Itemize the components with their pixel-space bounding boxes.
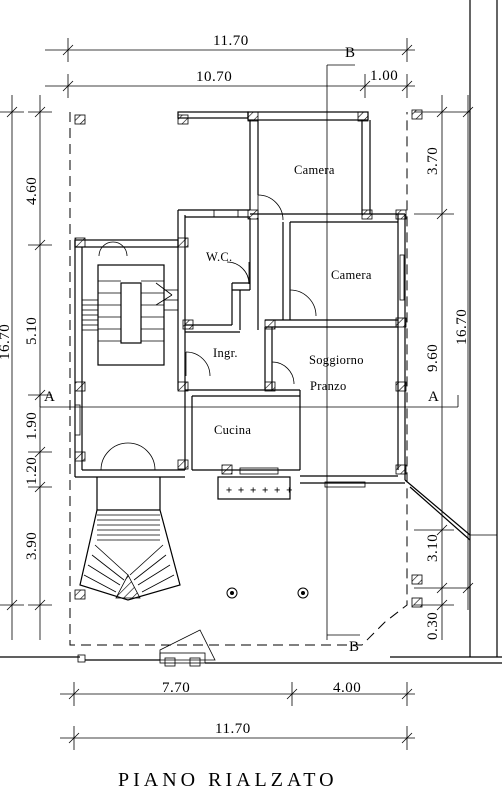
- section-label-b-bottom: B: [349, 639, 360, 655]
- columns: [226, 587, 309, 599]
- bottom-dimension-lines: [60, 682, 415, 750]
- room-label-wc: W.C.: [206, 250, 232, 264]
- planter: + + + + + +: [217, 476, 292, 500]
- svg-text:+ + + + + +: + + + + + +: [226, 485, 292, 496]
- dim-left-lower: 3.90: [24, 532, 40, 560]
- room-label-pranzo: Pranzo: [310, 379, 347, 393]
- section-label-a-left: A: [44, 389, 55, 405]
- dim-bottom-left: 7.70: [162, 680, 190, 696]
- gate-and-fence: [0, 0, 502, 667]
- roof-outline: [69, 112, 408, 646]
- dim-right-middle: 9.60: [425, 344, 441, 372]
- dim-right-total: 16.70: [454, 309, 470, 345]
- room-label-soggiorno: Soggiorno: [309, 353, 364, 367]
- dim-bottom-right: 4.00: [333, 680, 361, 696]
- dim-top-main: 10.70: [196, 69, 232, 85]
- dim-left-upper: 4.60: [24, 177, 40, 205]
- section-label-b-top: B: [345, 45, 356, 61]
- right-dimension-lines: [414, 95, 474, 640]
- plan-title: PIANO RIALZATO: [118, 769, 338, 789]
- dim-top-total: 11.70: [213, 33, 249, 49]
- top-dimension-lines: [45, 38, 415, 98]
- dim-right-bottom: 0.30: [425, 612, 441, 640]
- dim-left-middle: 5.10: [24, 317, 40, 345]
- section-line-b: [326, 64, 360, 640]
- section-label-a-right: A: [428, 389, 439, 405]
- dim-right-upper: 3.70: [425, 147, 441, 175]
- section-line-a: [39, 395, 459, 408]
- dim-right-lower: 3.10: [425, 534, 441, 562]
- left-dimension-lines: [0, 95, 52, 640]
- dim-bottom-total: 11.70: [215, 721, 251, 737]
- room-label-camera-2: Camera: [331, 268, 372, 282]
- room-label-cucina: Cucina: [214, 423, 251, 437]
- dim-left-total: 16.70: [0, 324, 13, 360]
- room-label-ingresso: Ingr.: [213, 346, 238, 360]
- doors: [98, 194, 317, 471]
- dim-left-a: 1.90: [24, 412, 40, 440]
- dim-left-b: 1.20: [24, 457, 40, 485]
- pillars: [74, 109, 423, 608]
- stair-treads: [82, 280, 178, 342]
- building-walls: [74, 111, 406, 488]
- dim-top-right: 1.00: [370, 68, 398, 84]
- external-stair: [79, 477, 181, 601]
- room-label-camera-1: Camera: [294, 163, 335, 177]
